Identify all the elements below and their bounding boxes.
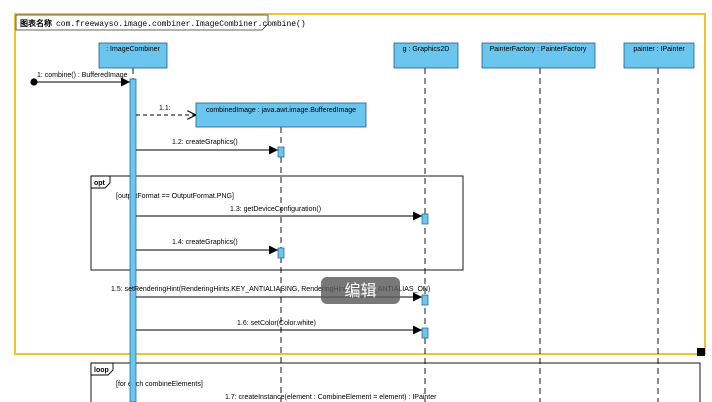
frame-title-value: com.freewayso.image.combiner.ImageCombin… — [56, 20, 306, 29]
fragment-opt-guard: [outputFormat == OutputFormat.PNG] — [116, 193, 234, 200]
resize-handle[interactable] — [697, 348, 705, 356]
message-1-label: 1: combine() : BufferedImage — [37, 72, 128, 79]
message-1-1[interactable]: 1.1: — [136, 105, 196, 115]
message-1-2-label: 1.2: createGraphics() — [172, 139, 238, 146]
fragment-loop-tab — [90, 362, 114, 376]
message-1-6-label: 1.6: setColor(Color.white) — [237, 320, 316, 327]
lifeline-graphics2d[interactable]: g : Graphics2D — [393, 42, 459, 69]
fragment-opt[interactable]: opt [outputFormat == OutputFormat.PNG] — [90, 175, 464, 271]
message-1-4-label: 1.4: createGraphics() — [172, 239, 238, 246]
diagram-frame[interactable]: 图表名称 com.freewayso.image.combiner.ImageC… — [14, 13, 706, 355]
activation-image-combiner — [129, 78, 137, 402]
fragment-opt-tab — [90, 175, 111, 189]
message-1-7-label: 1.7: createInstance(element : CombineEle… — [225, 394, 437, 401]
message-1-5-label: 1.5: setRenderingHint(RenderingHints.KEY… — [111, 286, 430, 293]
message-1-1-label: 1.1: — [159, 105, 171, 112]
frame-title-tab — [15, 14, 269, 31]
activation-combined-image-1 — [277, 146, 285, 158]
created-object-label: combinedImage : java.awt.image.BufferedI… — [206, 107, 356, 114]
message-1-7[interactable]: 1.7: createInstance(element : CombineEle… — [225, 394, 437, 401]
message-1-3-label: 1.3: getDeviceConfiguration() — [230, 206, 321, 213]
message-1-3[interactable]: 1.3: getDeviceConfiguration() — [136, 206, 422, 221]
message-1-6[interactable]: 1.6: setColor(Color.white) — [136, 320, 422, 335]
lifeline-painter-label: painter : IPainter — [633, 46, 685, 53]
message-1[interactable]: 1: combine() : BufferedImage — [34, 72, 130, 87]
lifeline-image-combiner[interactable]: : ImageCombiner — [98, 42, 168, 69]
lifeline-painter[interactable]: painter : IPainter — [623, 42, 695, 69]
created-object-combined-image[interactable]: combinedImage : java.awt.image.BufferedI… — [195, 102, 367, 128]
lifeline-image-combiner-label: : ImageCombiner — [106, 46, 160, 53]
activation-graphics2d-1 — [421, 213, 429, 225]
message-1-4[interactable]: 1.4: createGraphics() — [136, 239, 278, 255]
lifeline-graphics2d-label: g : Graphics2D — [403, 46, 450, 53]
edit-button[interactable]: 编辑 — [321, 277, 400, 304]
lifeline-painter-factory[interactable]: PainterFactory : PainterFactory — [481, 42, 596, 69]
activation-graphics2d-3 — [421, 327, 429, 339]
activation-graphics2d-2 — [421, 294, 429, 306]
fragment-loop[interactable]: loop [for each combineElements] — [90, 362, 701, 402]
fragment-loop-guard: [for each combineElements] — [116, 381, 203, 388]
frame-title-label: 图表名称 — [20, 18, 52, 28]
message-1-2[interactable]: 1.2: createGraphics() — [136, 139, 278, 155]
activation-combined-image-2 — [277, 247, 285, 259]
lifeline-painter-factory-label: PainterFactory : PainterFactory — [490, 46, 587, 53]
fragment-opt-operator: opt — [94, 180, 106, 187]
fragment-loop-operator: loop — [94, 367, 109, 374]
